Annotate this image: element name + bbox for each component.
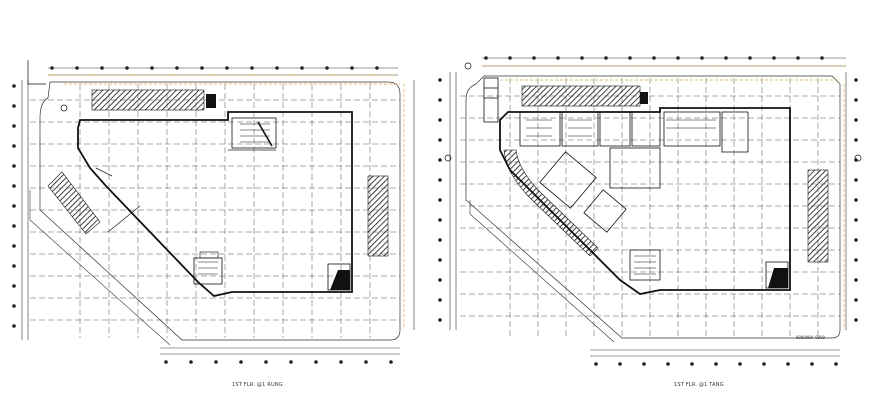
grid-bubble xyxy=(642,362,646,366)
grid-bubble xyxy=(762,362,766,366)
parking-stalls-top-right xyxy=(521,85,648,107)
grid-bubble xyxy=(854,258,858,262)
grid-bubble xyxy=(12,324,16,328)
grid-bubble xyxy=(214,360,218,364)
core-rooms-right xyxy=(519,111,749,233)
corner-block-right xyxy=(765,261,789,289)
grid-bubble xyxy=(12,144,16,148)
grid-bubble xyxy=(12,124,16,128)
grid-bubble xyxy=(854,178,858,182)
scale-note-right: 0000000 0000 xyxy=(796,335,825,340)
dimension-lines-right xyxy=(449,57,847,357)
grid-bubble xyxy=(438,198,442,202)
accent-lines-left xyxy=(48,74,405,330)
grid-bubble xyxy=(786,362,790,366)
grid-bubble xyxy=(12,164,16,168)
interior-walls-left xyxy=(95,149,276,259)
grid-bubbles-right-side xyxy=(854,78,858,322)
grid-bubble xyxy=(189,360,193,364)
grid-bubble xyxy=(854,318,858,322)
grid-bubble xyxy=(314,360,318,364)
grid-bubble xyxy=(438,178,442,182)
grid-bubble xyxy=(666,362,670,366)
grid-bubble xyxy=(834,362,838,366)
site-boundary-right xyxy=(465,75,841,343)
grid-bubble xyxy=(438,118,442,122)
grid-bubble xyxy=(738,362,742,366)
section-marker-right xyxy=(444,62,862,162)
grid-bubble xyxy=(12,184,16,188)
parking-stalls-right-left xyxy=(367,175,389,257)
grid-bubble xyxy=(690,362,694,366)
grid-bubble xyxy=(12,304,16,308)
grid-bubble xyxy=(438,278,442,282)
accent-lines-right xyxy=(482,65,846,330)
grid-bubble xyxy=(239,360,243,364)
grid-bubble xyxy=(12,104,16,108)
parking-stalls-top-left xyxy=(91,89,216,111)
grid-bubble xyxy=(854,278,858,282)
grid-bubble xyxy=(854,298,858,302)
floor-plan-left xyxy=(12,66,415,364)
section-marker-left xyxy=(27,60,68,112)
grid-bubble xyxy=(339,360,343,364)
grid-bubble xyxy=(264,360,268,364)
grid-bubble xyxy=(854,238,858,242)
grid-bubble xyxy=(389,360,393,364)
grid-bubble xyxy=(618,362,622,366)
grid-bubble xyxy=(438,258,442,262)
corner-block-left xyxy=(327,263,351,291)
stair-core-left-bottom xyxy=(193,257,223,285)
plan-title-right: 1ST FLR. @1 TANG xyxy=(674,382,724,388)
parking-stalls-diagonal-left xyxy=(47,171,101,235)
site-boundary-left xyxy=(29,81,401,346)
grid-bubbles-leftedge-right xyxy=(438,78,442,322)
grid-bubble xyxy=(364,360,368,364)
grid-bubble xyxy=(854,198,858,202)
plan-title-left: 1ST FLR. @1 RUNG xyxy=(232,382,283,388)
grid-bubble xyxy=(289,360,293,364)
ramp-left-right xyxy=(483,77,499,123)
grid-bubble xyxy=(810,362,814,366)
parking-stalls-right-right xyxy=(807,169,829,263)
grid-bubble xyxy=(12,204,16,208)
grid-bubble xyxy=(854,138,858,142)
grid-bubble xyxy=(714,362,718,366)
grid-bubble xyxy=(438,78,442,82)
grid-bubbles-bottom-left xyxy=(164,360,393,364)
grid-bubble xyxy=(854,218,858,222)
parking-stalls-curve-right xyxy=(503,149,599,257)
grid-bubble xyxy=(438,318,442,322)
grid-bubbles-bottom-right xyxy=(594,362,838,366)
grid-bubble xyxy=(164,360,168,364)
stair-core-left-top xyxy=(231,117,277,149)
grid-bubble xyxy=(438,298,442,302)
grid-bubble xyxy=(12,284,16,288)
grid-bubble xyxy=(438,98,442,102)
grid-bubble xyxy=(12,244,16,248)
grid-bubble xyxy=(438,238,442,242)
building-outline-left xyxy=(77,111,353,297)
stair-core-right-bottom xyxy=(629,249,661,281)
grid-bubble xyxy=(438,158,442,162)
floor-plan-right xyxy=(438,56,858,366)
grid-bubble xyxy=(12,264,16,268)
grid-bubble xyxy=(12,84,16,88)
grid-bubble xyxy=(594,362,598,366)
grid-bubble xyxy=(438,218,442,222)
grid-bubble xyxy=(854,118,858,122)
grid-bubbles-left-side xyxy=(12,84,16,328)
grid-bubble xyxy=(854,98,858,102)
grid-bubble xyxy=(438,138,442,142)
grid-bubble xyxy=(12,224,16,228)
grid-lines-right xyxy=(460,78,840,336)
grid-bubble xyxy=(854,78,858,82)
